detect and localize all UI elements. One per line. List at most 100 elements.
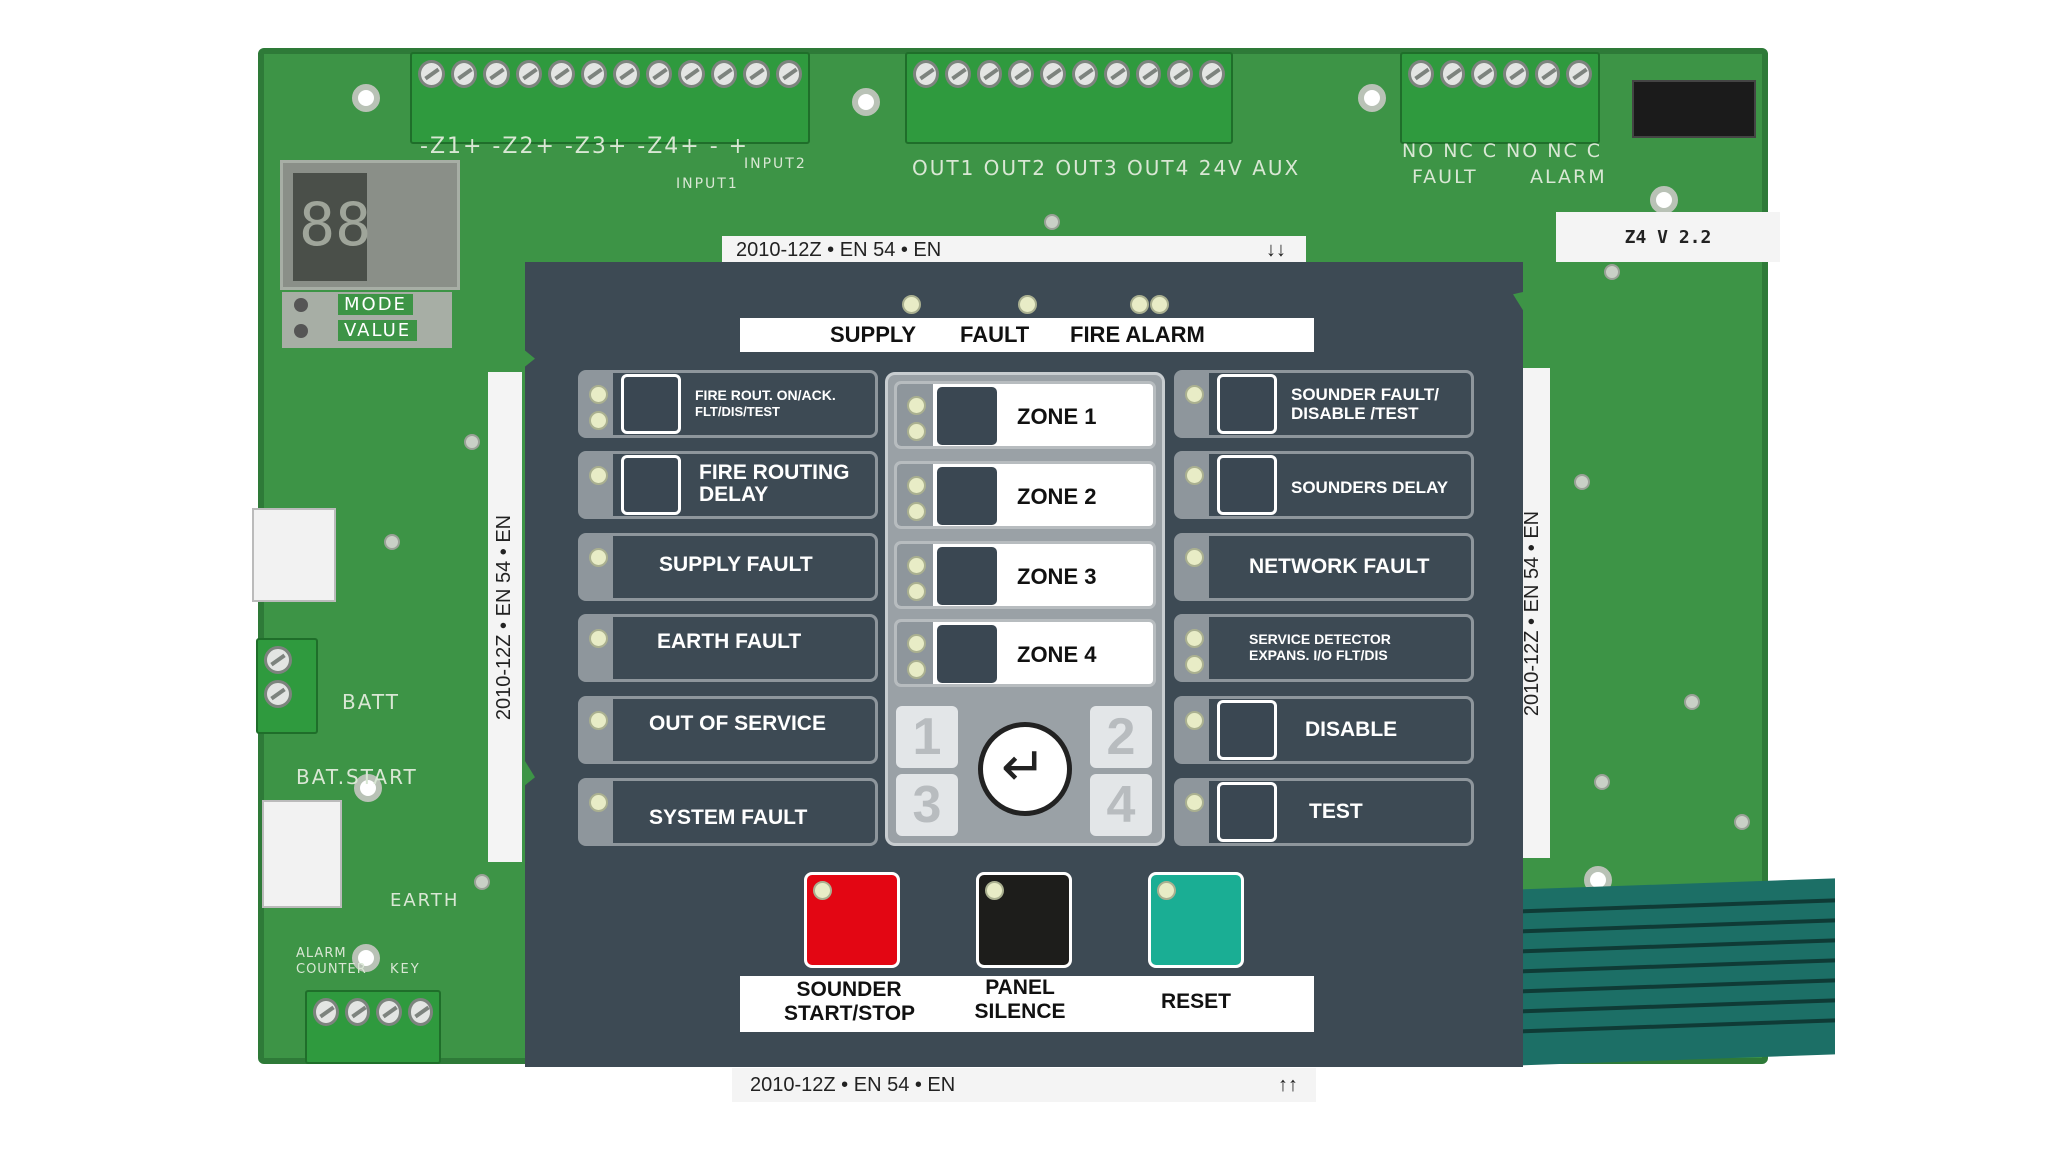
button-label: NETWORK FAULT bbox=[1249, 555, 1430, 578]
standard-text: 2010-12Z • EN 54 • EN bbox=[1521, 510, 1544, 716]
button-label: DISABLE bbox=[1305, 718, 1398, 741]
solder-pad bbox=[1594, 774, 1610, 790]
key[interactable] bbox=[937, 547, 997, 605]
label-line2: DELAY bbox=[699, 483, 769, 506]
fault-led bbox=[1018, 295, 1037, 314]
key[interactable] bbox=[1217, 374, 1277, 434]
key-label: KEY bbox=[390, 962, 421, 977]
battery-terminal-block bbox=[256, 638, 318, 734]
solder-pad bbox=[1044, 214, 1060, 230]
led bbox=[907, 502, 926, 521]
label-line1: FIRE ROUT. ON/ACK. bbox=[695, 387, 836, 403]
version-label: Z4 V 2.2 bbox=[1556, 212, 1780, 262]
button-label: FIRE ROUT. ON/ACK.FLT/DIS/TEST bbox=[695, 387, 836, 420]
label-line1: FIRE ROUTING bbox=[699, 461, 850, 484]
mounting-hole bbox=[352, 944, 380, 972]
numpad-1-button[interactable]: 1 bbox=[896, 706, 958, 768]
key[interactable] bbox=[1217, 700, 1277, 760]
button-label: SUPPLY FAULT bbox=[659, 553, 813, 576]
label-line2: START/STOP bbox=[784, 1002, 916, 1025]
sounder-fault-button[interactable]: SOUNDER FAULT/DISABLE /TEST bbox=[1174, 370, 1474, 438]
seven-segment-display: 88 bbox=[280, 160, 460, 290]
solder-pad bbox=[1604, 264, 1620, 280]
white-connector bbox=[262, 800, 342, 908]
output-terminal-labels: OUT1 OUT2 OUT3 OUT4 24V AUX bbox=[912, 156, 1301, 180]
zone-label: ZONE 2 bbox=[1017, 484, 1097, 509]
led bbox=[1185, 793, 1204, 812]
header-connector bbox=[1632, 80, 1756, 138]
numpad-2-button[interactable]: 2 bbox=[1090, 706, 1152, 768]
led bbox=[907, 476, 926, 495]
batt-label: BATT bbox=[342, 690, 400, 714]
fire-routing-ack-button[interactable]: FIRE ROUT. ON/ACK.FLT/DIS/TEST bbox=[578, 370, 878, 438]
mounting-hole bbox=[354, 774, 382, 802]
supply-label: SUPPLY bbox=[830, 322, 917, 347]
solder-pad bbox=[464, 434, 480, 450]
numpad-4-button[interactable]: 4 bbox=[1090, 774, 1152, 836]
standard-text: 2010-12Z • EN 54 • EN bbox=[750, 1073, 956, 1096]
mode-button[interactable] bbox=[294, 298, 308, 312]
led bbox=[589, 548, 608, 567]
enter-button[interactable]: ↵ bbox=[978, 722, 1072, 816]
reset-button[interactable] bbox=[1148, 872, 1244, 968]
led bbox=[907, 634, 926, 653]
test-button[interactable]: TEST bbox=[1174, 778, 1474, 846]
left-standard-label: 2010-12Z • EN 54 • EN bbox=[488, 372, 522, 862]
button-label: SOUNDER FAULT/DISABLE /TEST bbox=[1291, 385, 1439, 423]
arrows-up: ↑↑ bbox=[1278, 1073, 1298, 1096]
led bbox=[1185, 711, 1204, 730]
disable-button[interactable]: DISABLE bbox=[1174, 696, 1474, 764]
led bbox=[589, 411, 608, 430]
key[interactable] bbox=[621, 374, 681, 434]
led bbox=[907, 396, 926, 415]
value-label: VALUE bbox=[338, 320, 418, 341]
key[interactable] bbox=[1217, 782, 1277, 842]
supply-fault-indicator: SUPPLY FAULT bbox=[578, 533, 878, 601]
zone-1-button[interactable]: ZONE 1 bbox=[894, 381, 1156, 449]
led bbox=[589, 385, 608, 404]
enter-icon: ↵ bbox=[1001, 735, 1047, 798]
button-label: SYSTEM FAULT bbox=[649, 806, 808, 829]
label-line2: FLT/DIS/TEST bbox=[695, 404, 780, 419]
zone-3-button[interactable]: ZONE 3 bbox=[894, 541, 1156, 609]
sounder-start-stop-button[interactable] bbox=[804, 872, 900, 968]
fault-label: FAULT bbox=[960, 322, 1030, 347]
bat-start-label: BAT.START bbox=[296, 765, 418, 789]
led bbox=[589, 793, 608, 812]
led bbox=[907, 660, 926, 679]
key[interactable] bbox=[937, 625, 997, 683]
key[interactable] bbox=[937, 467, 997, 525]
sounders-delay-button[interactable]: SOUNDERS DELAY bbox=[1174, 451, 1474, 519]
label-line1: SOUNDER FAULT/ bbox=[1291, 385, 1439, 404]
value-button[interactable] bbox=[294, 324, 308, 338]
relay-terminal-labels: NO NC C NO NC C bbox=[1402, 140, 1603, 162]
solder-pad bbox=[474, 874, 490, 890]
key[interactable] bbox=[937, 387, 997, 445]
fire-alarm-led bbox=[1130, 295, 1149, 314]
led bbox=[907, 582, 926, 601]
led bbox=[1185, 385, 1204, 404]
label-line2: EXPANS. I/O FLT/DIS bbox=[1249, 647, 1388, 663]
standard-text: 2010-12Z • EN 54 • EN bbox=[736, 238, 942, 261]
led bbox=[985, 881, 1004, 900]
button-label: TEST bbox=[1309, 800, 1363, 823]
mounting-hole bbox=[1650, 186, 1678, 214]
network-fault-indicator: NETWORK FAULT bbox=[1174, 533, 1474, 601]
key[interactable] bbox=[1217, 455, 1277, 515]
zone-4-button[interactable]: ZONE 4 bbox=[894, 619, 1156, 687]
status-strip: SUPPLY FAULT FIRE ALARM bbox=[740, 318, 1314, 352]
zone-2-button[interactable]: ZONE 2 bbox=[894, 461, 1156, 529]
numpad-3-button[interactable]: 3 bbox=[896, 774, 958, 836]
led bbox=[1185, 548, 1204, 567]
button-label: SOUNDERS DELAY bbox=[1291, 478, 1449, 497]
led bbox=[589, 466, 608, 485]
panel-silence-button[interactable] bbox=[976, 872, 1072, 968]
key[interactable] bbox=[621, 455, 681, 515]
input2-label: INPUT2 bbox=[744, 156, 807, 172]
relay-terminal-block bbox=[1400, 52, 1600, 144]
earth-fault-indicator: EARTH FAULT bbox=[578, 614, 878, 682]
zone-label: ZONE 1 bbox=[1017, 404, 1097, 429]
